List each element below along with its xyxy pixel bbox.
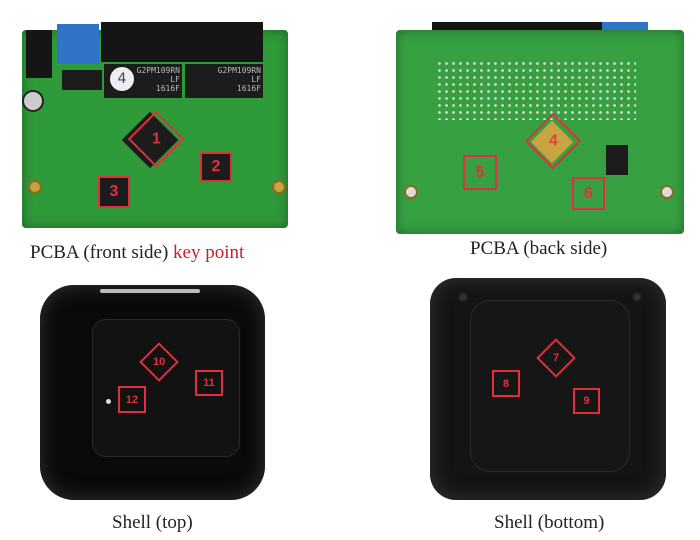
screw-hole [632, 292, 642, 302]
blue-port [57, 24, 99, 64]
sticker: 4 [110, 67, 134, 91]
caption-shell-bottom: Shell (bottom) [494, 512, 605, 533]
mount-hole [660, 185, 674, 199]
edge-connector [432, 22, 602, 30]
pcba-back-photo [396, 22, 684, 234]
mount-hole [404, 185, 418, 199]
capacitor [22, 90, 44, 112]
caption-pcba-back: PCBA (back side) [470, 238, 608, 259]
marker-11: 11 [195, 370, 223, 396]
marker-3: 3 [98, 176, 130, 208]
ethernet-ports [101, 22, 263, 62]
marker-12: 12 [118, 386, 146, 413]
marker-5: 5 [463, 155, 497, 190]
mount-hole [272, 180, 286, 194]
led [106, 399, 111, 404]
top-panel [92, 319, 240, 457]
marker-8: 8 [492, 370, 520, 397]
marker-6: 6 [572, 177, 605, 210]
glare [100, 289, 200, 293]
caption-pcba-front: PCBA (front side) key point [30, 242, 245, 263]
mount-hole [28, 180, 42, 194]
ic [606, 145, 628, 175]
shell-top-photo [40, 285, 265, 500]
blue-port [602, 22, 648, 30]
chip-2 [202, 154, 232, 182]
caption-shell-top: Shell (top) [112, 512, 193, 533]
small-chip [62, 70, 102, 90]
shell-bottom-photo [430, 278, 666, 500]
pin-rows [436, 60, 636, 120]
bottom-panel [470, 300, 630, 472]
marker-9: 9 [573, 388, 600, 414]
marker-2: 2 [200, 152, 232, 182]
chip-3 [100, 177, 130, 207]
screw-hole [458, 292, 468, 302]
key-point-label: key point [173, 242, 245, 263]
dc-jack [26, 30, 52, 78]
